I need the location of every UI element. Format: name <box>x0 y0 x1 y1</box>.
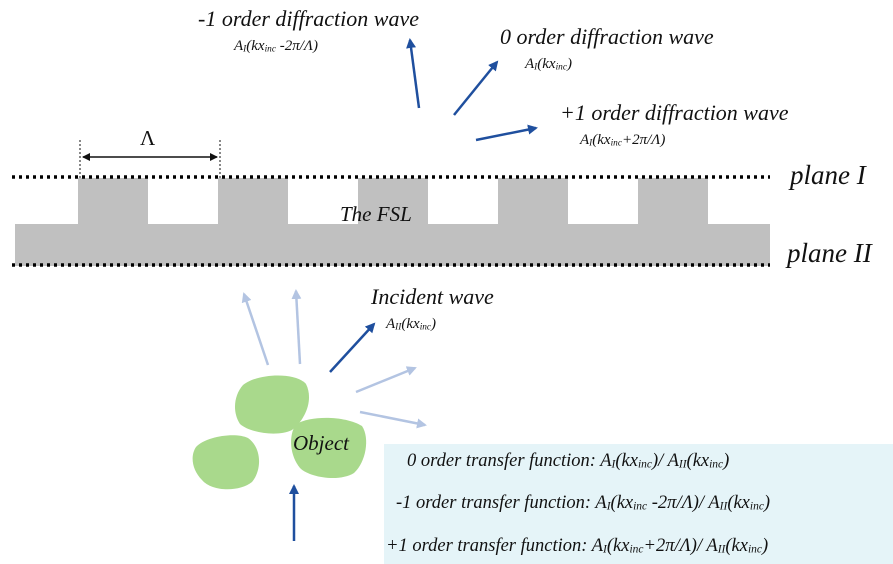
plus1-order-arrow <box>475 124 538 142</box>
fsl-grating <box>15 178 770 266</box>
scatter-arrow-2 <box>291 289 302 365</box>
period-marker <box>79 140 221 178</box>
fsl-label: The FSL <box>340 202 412 226</box>
transfer-function-0: 0 order transfer function: AI(kxinc)/ AI… <box>407 451 730 471</box>
incident-wave-title: Incident wave <box>371 284 494 309</box>
plane-ii-label: plane II <box>787 238 872 268</box>
minus1-wave-amplitude: AI(kxinc -2π/Λ) <box>234 38 318 55</box>
transfer-function-plus1: +1 order transfer function: AI(kxinc+2π/… <box>386 536 769 556</box>
zero-order-arrow <box>453 60 499 116</box>
zero-wave-amplitude: AI(kxinc) <box>525 56 572 73</box>
scatter-arrow-3 <box>355 366 417 394</box>
zero-wave-title: 0 order diffraction wave <box>500 24 714 49</box>
object-shape <box>192 375 367 490</box>
scatter-arrow-1 <box>241 292 270 366</box>
scatter-arrow-4 <box>359 410 427 429</box>
period-symbol: Λ <box>140 126 156 150</box>
incident-wave-amplitude: AII(kxinc) <box>386 316 437 333</box>
minus1-order-arrow <box>406 38 421 109</box>
transfer-function-panel <box>384 444 893 564</box>
plus1-wave-amplitude: AI(kxinc+2π/Λ) <box>580 132 666 149</box>
plus1-wave-title: +1 order diffraction wave <box>560 100 789 125</box>
plane-i-label: plane I <box>790 160 866 190</box>
incident-arrow <box>329 322 376 373</box>
transfer-function-minus1: -1 order transfer function: AI(kxinc -2π… <box>396 493 771 513</box>
minus1-wave-title: -1 order diffraction wave <box>198 6 419 31</box>
object-label: Object <box>293 431 349 455</box>
